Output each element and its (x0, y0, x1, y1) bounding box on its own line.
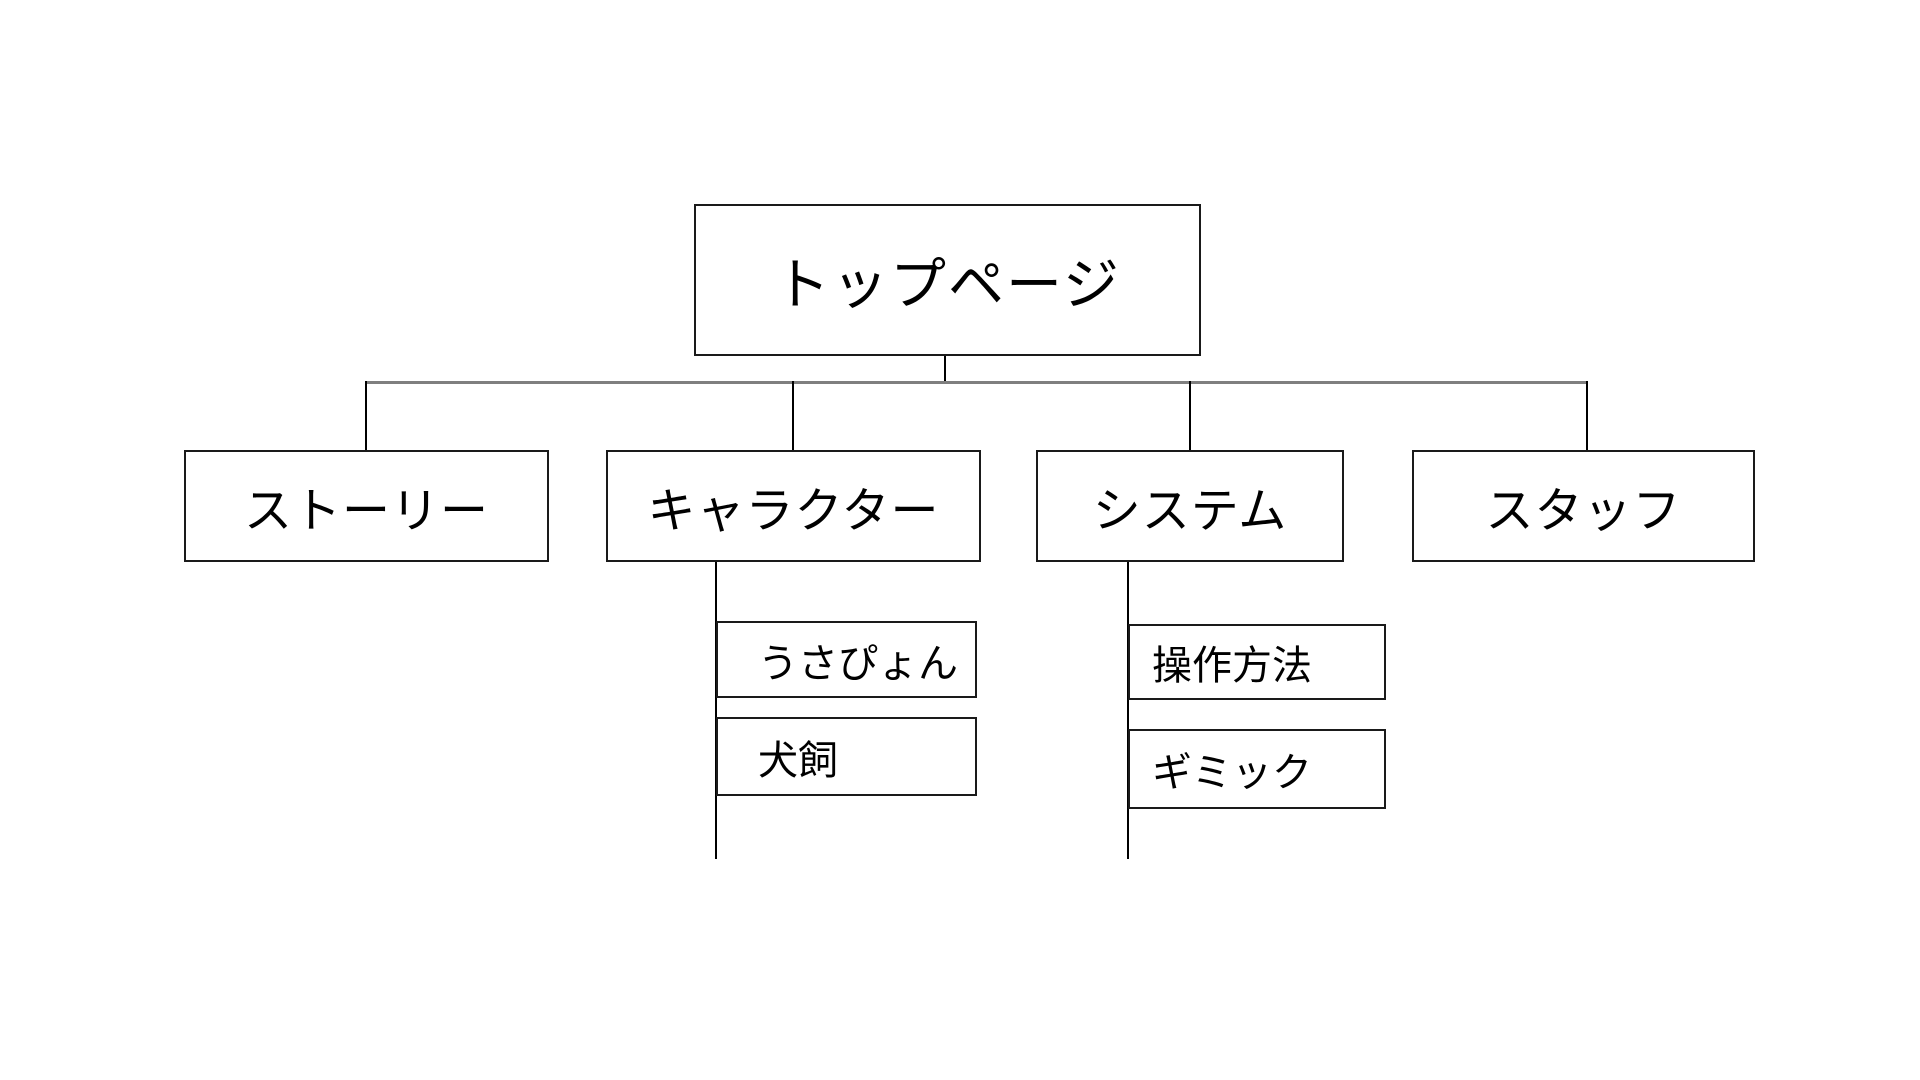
node-inukai: 犬飼 (716, 717, 977, 796)
node-staff: スタッフ (1412, 450, 1755, 562)
node-controls: 操作方法 (1128, 624, 1386, 700)
connector-top-stem (944, 356, 946, 383)
node-character: キャラクター (606, 450, 981, 562)
node-story: ストーリー (184, 450, 549, 562)
node-gimmick: ギミック (1128, 729, 1386, 809)
connector-drop-story (365, 381, 367, 450)
node-system: システム (1036, 450, 1344, 562)
connector-stem-character (715, 561, 717, 859)
connector-drop-system (1189, 381, 1191, 450)
node-usapyon: うさぴょん (716, 621, 977, 698)
connector-stem-system (1127, 561, 1129, 859)
connector-horizontal-bus (365, 381, 1588, 384)
node-top-page: トップページ (694, 204, 1201, 356)
connector-drop-staff (1586, 381, 1588, 450)
connector-drop-character (792, 381, 794, 450)
